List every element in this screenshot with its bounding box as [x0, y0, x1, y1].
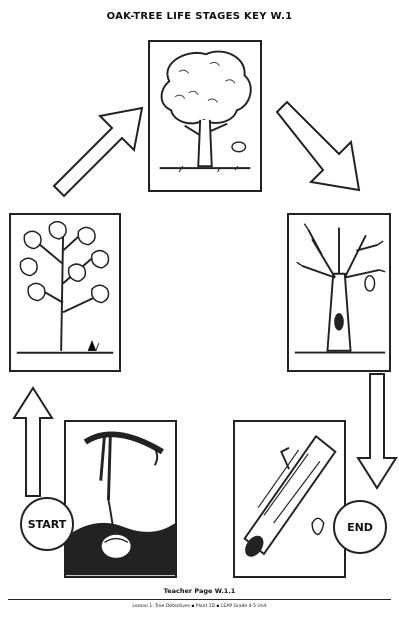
- footer-credits: Lesson 1: Tree Detectives ▪ Plant 1D ▪ L…: [0, 604, 399, 609]
- mature-oak-panel: [148, 40, 262, 192]
- old-oak-illustration: [289, 215, 389, 370]
- end-label: END: [333, 500, 387, 554]
- old-oak-panel: [287, 213, 391, 372]
- footer-divider: [8, 599, 391, 600]
- teacher-page-label: Teacher Page W.1.1: [0, 587, 399, 595]
- young-oak-illustration: [11, 215, 119, 370]
- arrow-old-to-end: [354, 372, 398, 492]
- page-title: OAK-TREE LIFE STAGES KEY W.1: [0, 11, 399, 22]
- decaying-log-panel: [233, 420, 346, 578]
- arrow-young-to-mature: [50, 100, 150, 200]
- arrow-start-to-young: [10, 386, 54, 498]
- start-label: START: [20, 497, 74, 551]
- arrow-mature-to-old: [273, 98, 369, 198]
- mature-oak-illustration: [150, 42, 260, 190]
- acorn-seed-panel: [64, 420, 177, 578]
- acorn-sprouting-illustration: [66, 422, 175, 576]
- fallen-log-illustration: [235, 422, 344, 576]
- young-oak-panel: [9, 213, 121, 372]
